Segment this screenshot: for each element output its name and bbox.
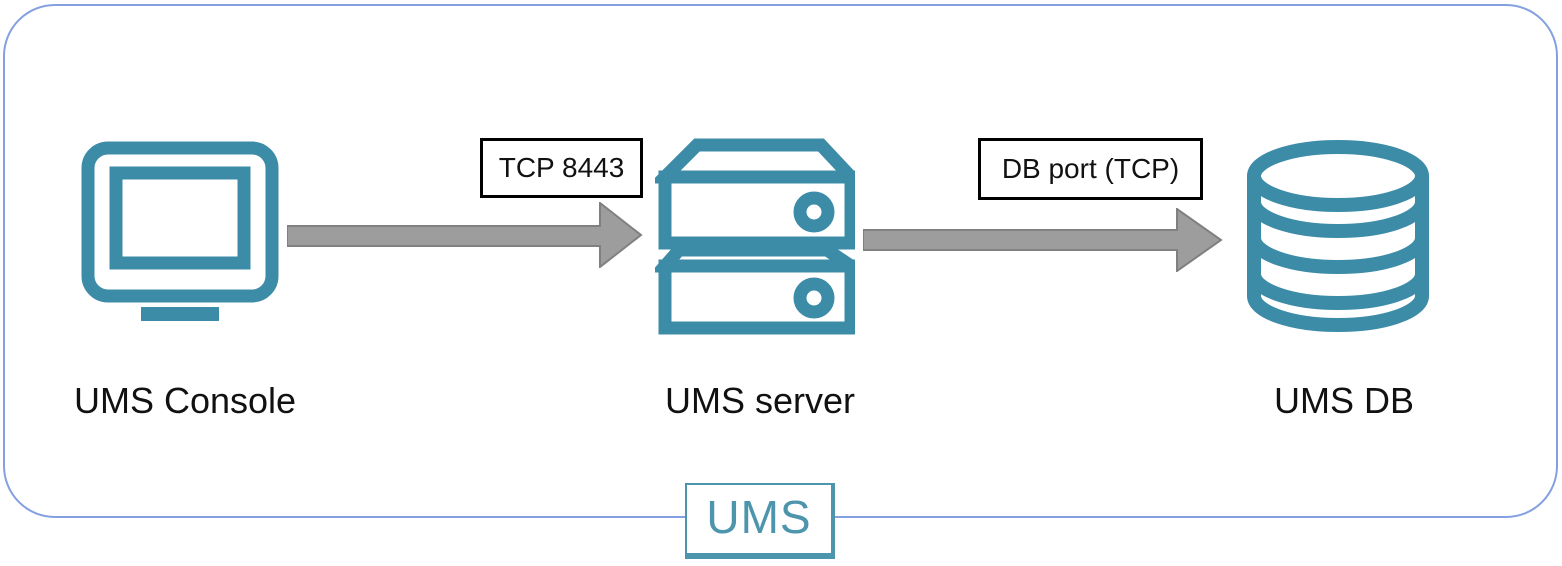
arrow-console-to-server [287, 202, 643, 268]
ums-logo-text: UMS [706, 491, 812, 543]
ums-logo-badge: UMS [685, 483, 835, 559]
monitor-icon [81, 141, 279, 321]
database-cylinder-icon [1247, 140, 1429, 332]
arrow-server-to-db [863, 208, 1223, 272]
node-label-ums-console: UMS Console [73, 380, 297, 421]
port-label-db-port: DB port (TCP) [978, 138, 1203, 200]
server-stack-icon [655, 138, 855, 335]
port-label-text: DB port (TCP) [1001, 153, 1180, 184]
node-label-ums-db: UMS DB [1273, 380, 1414, 421]
node-label-ums-server: UMS server [664, 380, 856, 421]
port-label-tcp-8443: TCP 8443 [480, 138, 643, 198]
port-label-text: TCP 8443 [498, 152, 625, 183]
